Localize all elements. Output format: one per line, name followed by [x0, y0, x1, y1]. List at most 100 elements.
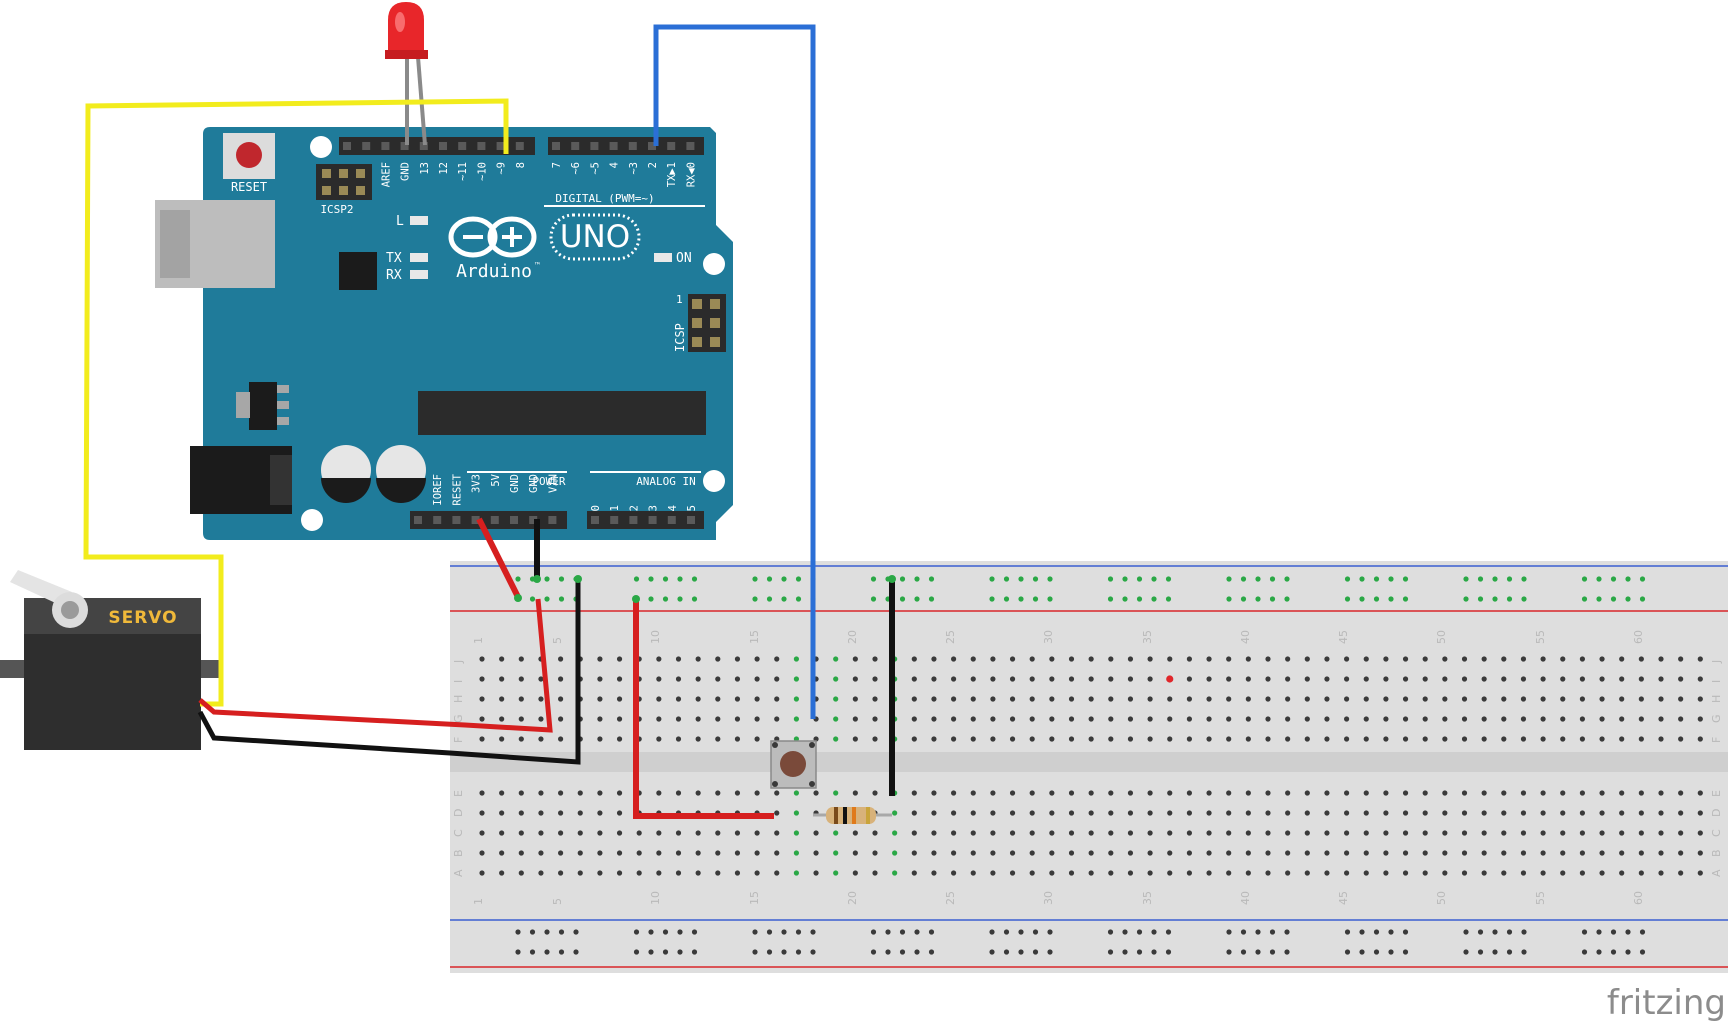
breadboard-hole [1009, 676, 1016, 682]
breadboard-hole [1009, 810, 1016, 816]
rail-hole [1581, 596, 1588, 602]
breadboard-hole [558, 790, 564, 796]
breadboard-hole [479, 716, 485, 722]
rail-hole [1047, 596, 1053, 602]
breadboard-hole [1481, 850, 1487, 856]
header-pin [439, 142, 447, 150]
breadboard-hole [1402, 736, 1409, 742]
header-pin [515, 142, 524, 150]
breadboard-hole [852, 830, 858, 836]
row-letter: E [1710, 790, 1723, 797]
rail-hole [1255, 929, 1261, 935]
breadboard-holes [479, 576, 1703, 955]
logo-uno: UNO [560, 219, 630, 255]
breadboard-hole [1265, 696, 1271, 702]
rail-hole [870, 949, 877, 955]
breadboard-hole [1579, 676, 1585, 682]
rail-hole [1610, 596, 1617, 602]
breadboard-hole [1009, 656, 1016, 662]
breadboard-hole [656, 850, 662, 856]
pin-label: GND [528, 474, 540, 493]
breadboard-hole [1402, 696, 1409, 702]
rail-hole [1388, 576, 1394, 582]
breadboard-hole [558, 696, 564, 702]
breadboard-hole [616, 810, 623, 816]
breadboard-hole [793, 716, 800, 722]
breadboard-hole [872, 790, 878, 796]
row-letter: G [452, 714, 465, 723]
rail-hole [810, 949, 816, 955]
rail-hole [1477, 596, 1484, 602]
rail-hole [544, 929, 550, 935]
breadboard-hole [1540, 830, 1546, 836]
rail-hole [1625, 949, 1631, 955]
rail-hole [885, 929, 891, 935]
rail-hole [1359, 949, 1365, 955]
breadboard-hole [1383, 870, 1389, 876]
breadboard-hole [675, 790, 682, 796]
breadboard-hole [990, 696, 996, 702]
breadboard-hole [1560, 736, 1566, 742]
servo-mount-tab-left [0, 660, 28, 678]
rail-hole [1284, 596, 1290, 602]
breadboard-hole [1422, 736, 1428, 742]
breadboard-hole [852, 716, 858, 722]
breadboard-hole [1226, 696, 1232, 702]
breadboard-hole [1678, 810, 1684, 816]
breadboard-hole [1108, 810, 1114, 816]
breadboard-hole [1599, 676, 1605, 682]
led-on [654, 253, 672, 262]
breadboard-hole [499, 830, 505, 836]
breadboard-hole [1147, 676, 1153, 682]
breadboard-hole [1481, 656, 1487, 662]
breadboard-hole [1678, 696, 1684, 702]
breadboard-hole [1127, 716, 1134, 722]
row-letter: E [452, 790, 465, 797]
breadboard-hole [1638, 676, 1644, 682]
rail-hole [1521, 929, 1527, 935]
rail-hole [781, 949, 787, 955]
rail-hole [870, 576, 877, 582]
rail-hole [677, 576, 683, 582]
rail-hole [1003, 576, 1010, 582]
breadboard-hole [1520, 830, 1527, 836]
logo-trademark: ™ [534, 261, 540, 270]
breadboard-hole [1304, 736, 1310, 742]
col-num: 15 [748, 630, 761, 644]
breadboard-hole [1363, 656, 1369, 662]
breadboard-hole [479, 736, 485, 742]
header-pin [629, 516, 638, 524]
breadboard-hole [734, 790, 741, 796]
breadboard-hole [1029, 676, 1035, 682]
breadboard-hole [538, 810, 544, 816]
breadboard-hole [1226, 676, 1232, 682]
breadboard-hole [1108, 790, 1114, 796]
breadboard-hole [1068, 716, 1075, 722]
rail-hole [1373, 576, 1380, 582]
breadboard-hole [675, 656, 682, 662]
breadboard-hole [1363, 830, 1369, 836]
breadboard-hole [1245, 850, 1251, 856]
pin-label: 13 [419, 162, 431, 175]
breadboard-hole [1599, 830, 1605, 836]
col-num: 10 [649, 630, 662, 644]
breadboard-hole [1324, 736, 1330, 742]
breadboard-hole [774, 810, 780, 816]
breadboard-hole [1579, 696, 1585, 702]
breadboard-hole [1540, 736, 1546, 742]
breadboard-hole [951, 696, 957, 702]
breadboard-hole [1619, 676, 1625, 682]
breadboard-hole [558, 736, 564, 742]
breadboard-hole [1442, 696, 1448, 702]
breadboard-hole [675, 716, 682, 722]
breadboard-hole [1560, 870, 1566, 876]
breadboard-hole [1520, 656, 1527, 662]
rail-hole [989, 949, 995, 955]
mounting-hole [703, 253, 725, 275]
breadboard-hole [970, 870, 976, 876]
rail-hole [662, 576, 669, 582]
rail-hole [544, 576, 550, 582]
header-pin [529, 516, 538, 524]
row-letter: J [1710, 660, 1723, 664]
rail-hole [1269, 596, 1276, 602]
